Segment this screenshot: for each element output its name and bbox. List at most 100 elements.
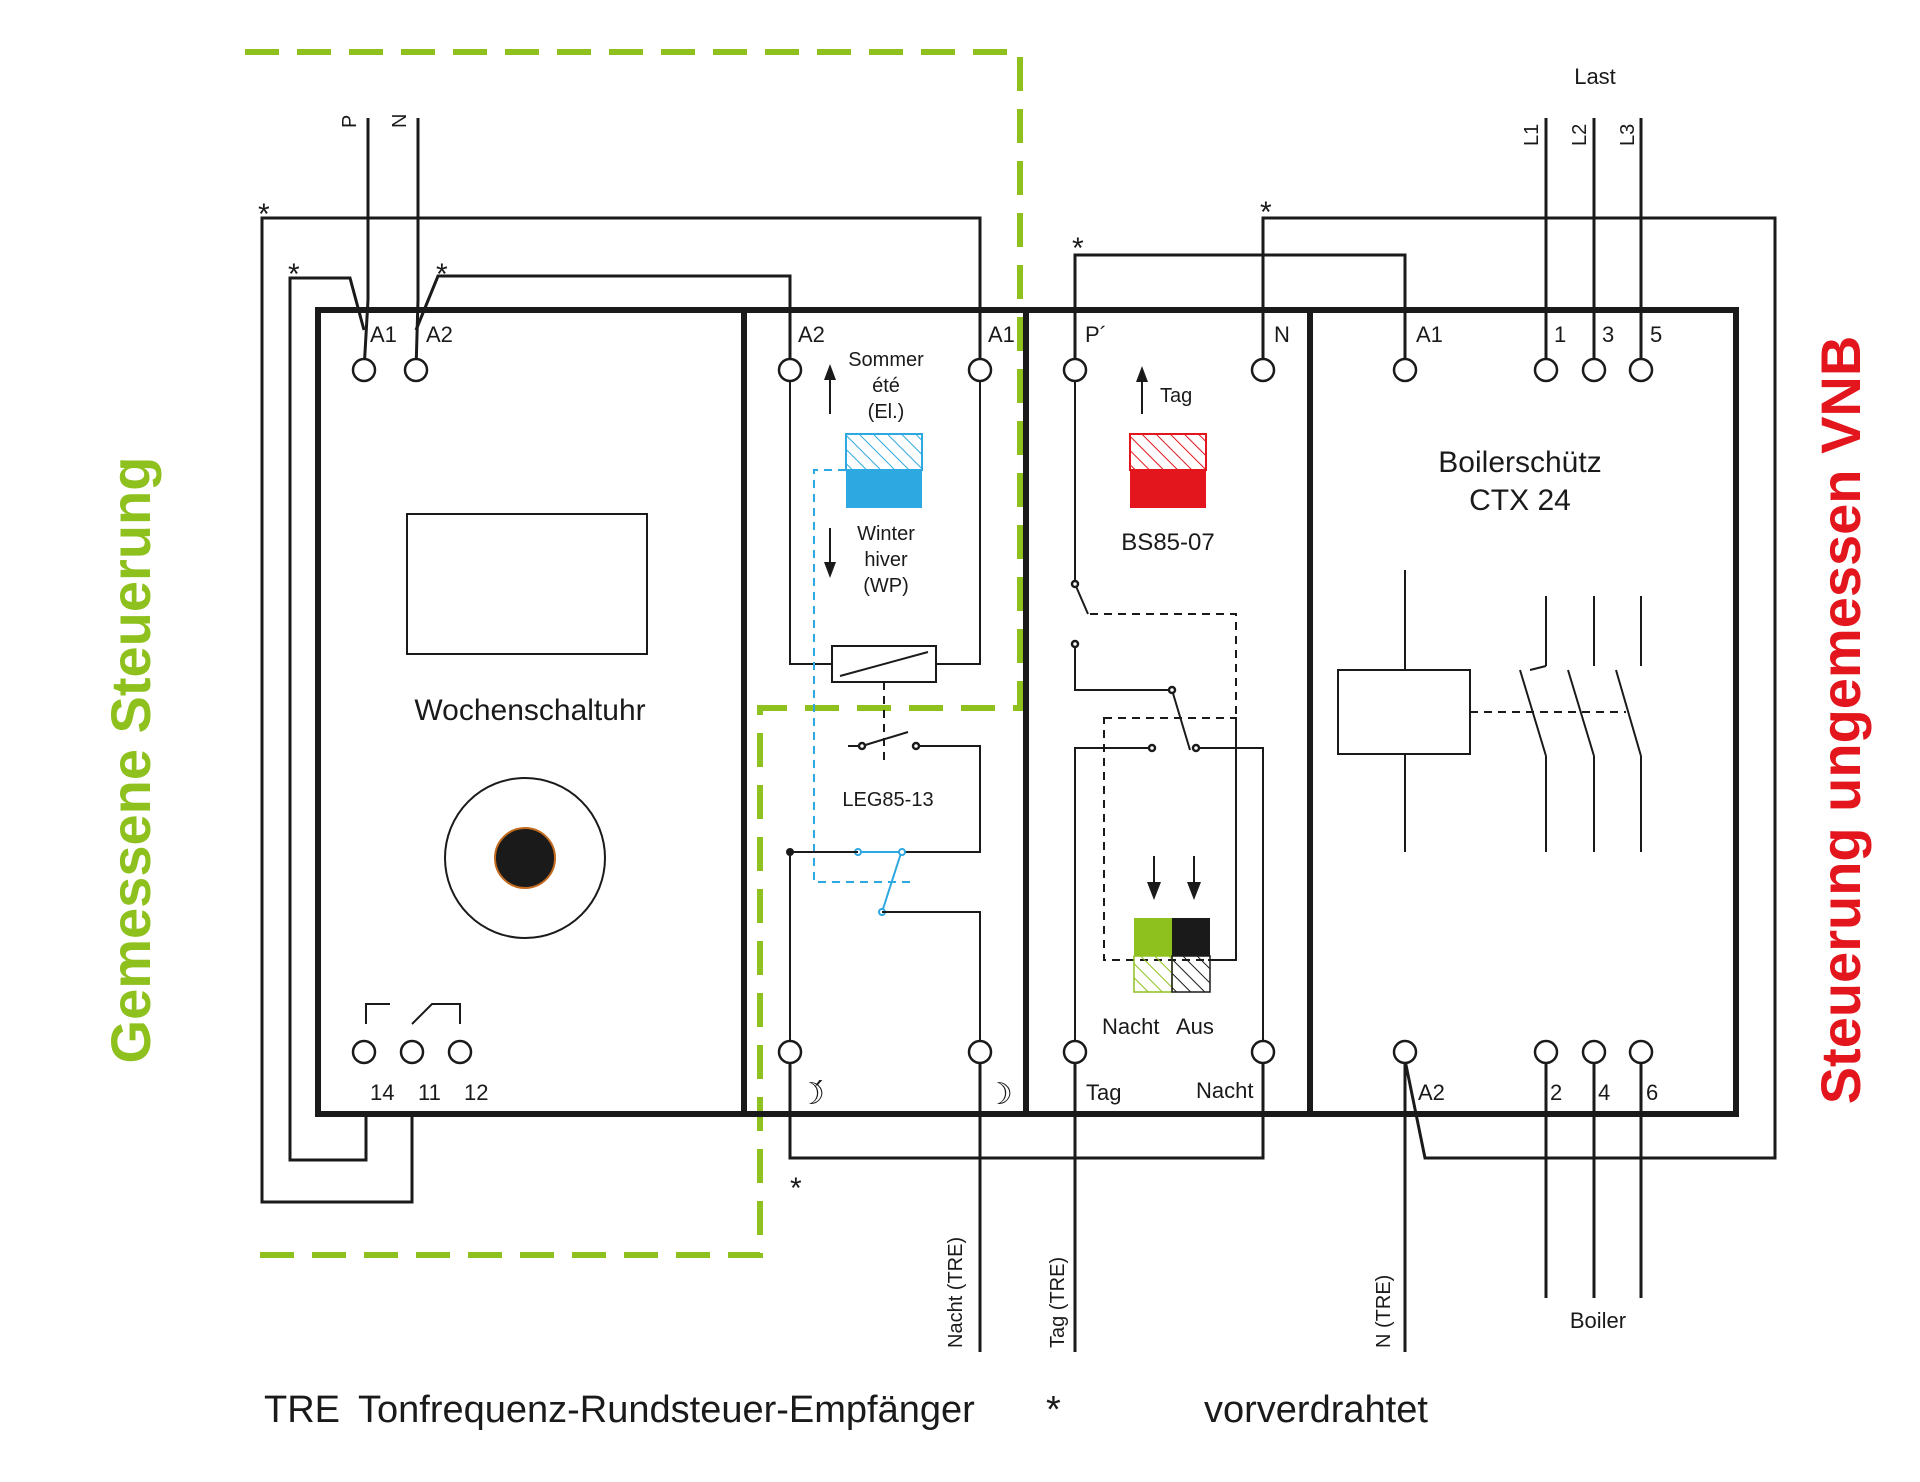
m3-down-arrow-2-icon [1187, 882, 1201, 900]
m2-terminal-a1 [967, 357, 993, 383]
footer-star: * [1046, 1389, 1061, 1431]
m2-a2-label: A2 [798, 322, 825, 347]
m3-terminal-n [1250, 357, 1276, 383]
m4-a1-label: A1 [1416, 322, 1443, 347]
m3-terminal-nacht [1250, 1039, 1276, 1065]
m1-dial-ring [444, 777, 606, 939]
m1-11-label: 11 [418, 1080, 441, 1105]
m4-coil [1337, 669, 1471, 755]
feed-boiler-label: Boiler [1570, 1308, 1626, 1333]
wire-moon-to-nacht [788, 1056, 1265, 1160]
m3-contact-node-c [1167, 685, 1177, 695]
m2-coil-slash [839, 651, 929, 677]
m1-terminal-12 [447, 1039, 473, 1065]
wire-n [414, 118, 420, 371]
m2-a1-label: A1 [988, 322, 1015, 347]
m3-contact-a [1074, 381, 1264, 1040]
wire-n-outer [1261, 216, 1777, 1160]
m2-moon-right-icon: ☽ [986, 1078, 1013, 1111]
m2-junction-dot [786, 848, 794, 856]
m4-terminal-4 [1581, 1039, 1607, 1065]
m3-contact-node-b [1070, 639, 1080, 649]
m3-nacht-label: Nacht [1102, 1014, 1159, 1039]
m3-contact-node-d [1147, 743, 1157, 753]
m4-terminal-5 [1628, 357, 1654, 383]
feed-nacht-tre-label: Nacht (TRE) [945, 1237, 967, 1348]
m2-down-text-3: (WP) [863, 575, 909, 597]
m2-name: LEG85-13 [842, 789, 933, 811]
asterisk-1: * [258, 198, 270, 231]
m2-down-arrow-icon [824, 562, 836, 578]
wire-a2-to-leg [414, 274, 792, 370]
m4-3-label: 3 [1602, 322, 1614, 347]
m2-contact-lower [858, 849, 903, 913]
m4-terminal-6 [1628, 1039, 1654, 1065]
asterisk-3: * [436, 258, 448, 291]
m4-terminal-a2 [1392, 1039, 1418, 1065]
m2-up-text-2: été [872, 375, 900, 397]
feed-n-tre-label: N (TRE) [1373, 1275, 1395, 1348]
m1-terminal-a2 [403, 357, 429, 383]
m4-a2-label: A2 [1418, 1080, 1445, 1105]
m3-contact-node-a [1070, 579, 1080, 589]
wire-outer-loop-b [288, 276, 368, 1162]
m2-switch-top-hatched [845, 433, 923, 471]
m4-terminal-2 [1533, 1039, 1559, 1065]
m1-name: Wochenschaltuhr [414, 694, 645, 727]
m2-down-text-2: hiver [864, 549, 908, 571]
m2-contact-lower-node-b [898, 848, 906, 856]
m2-blue-mechanical-link [813, 469, 912, 883]
m4-4-label: 4 [1598, 1080, 1610, 1105]
m2-terminal-moon-right [967, 1039, 993, 1065]
supply-p-label: P [339, 115, 361, 128]
m3-terminal-tag [1062, 1039, 1088, 1065]
m3-switch-nacht-solid [1134, 918, 1172, 956]
m1-14-label: 14 [370, 1080, 394, 1105]
m4-terminal-1 [1533, 357, 1559, 383]
m2-down-text-1: Winter [857, 523, 915, 545]
footer-star-definition: vorverdrahtet [1204, 1389, 1428, 1431]
asterisk-5: * [1260, 196, 1272, 229]
m3-n-label: N [1274, 322, 1290, 347]
m1-relay-contact [365, 1003, 461, 1025]
m3-aus-label: Aus [1176, 1014, 1214, 1039]
module-bs85-07 [1023, 307, 1313, 1117]
m4-name-2: CTX 24 [1469, 484, 1571, 517]
label-gemessene-steuerung: Gemessene Steuerung [99, 457, 162, 1064]
m2-contact-upper-node-a [857, 741, 867, 751]
asterisk-6: * [790, 1172, 802, 1205]
m1-12-label: 12 [464, 1080, 488, 1105]
m4-1-label: 1 [1554, 322, 1566, 347]
load-title: Last [1574, 64, 1616, 89]
wire-p-prime [1073, 253, 1407, 370]
load-l3-label: L3 [1617, 124, 1639, 146]
asterisk-4: * [1072, 232, 1084, 265]
load-l2-label: L2 [1569, 124, 1591, 146]
supply-n-label: N [389, 114, 411, 128]
m2-switch-bottom-solid [846, 470, 922, 508]
module-boilerschuetz [1307, 307, 1739, 1117]
m2-moon-left-icon: ☽́ [798, 1078, 825, 1111]
m1-dial-knob [494, 827, 556, 889]
m3-mechanical-link-outer [1090, 613, 1237, 961]
m2-up-text-1: Sommer [848, 349, 924, 371]
m3-up-text: Tag [1160, 385, 1192, 407]
asterisk-2: * [288, 258, 300, 291]
m2-up-text-3: (El.) [868, 401, 905, 423]
m3-down-arrow-1-icon [1147, 882, 1161, 900]
m2-contact-upper-node-b [911, 741, 921, 751]
m3-switch-bottom-solid [1130, 470, 1206, 508]
m3-terminal-p [1062, 357, 1088, 383]
m4-terminal-3 [1581, 357, 1607, 383]
m4-main-contacts [1519, 596, 1642, 852]
m2-coil-wire [789, 381, 981, 665]
m1-a1-label: A1 [370, 322, 397, 347]
m1-display [406, 513, 648, 655]
m2-up-arrow-icon [824, 364, 836, 380]
m3-switch-aus-hatched [1171, 955, 1211, 993]
feed-tag-tre-label: Tag (TRE) [1047, 1257, 1069, 1348]
m2-terminal-moon-left [777, 1039, 803, 1065]
footer-abbr: TRE [264, 1389, 340, 1431]
